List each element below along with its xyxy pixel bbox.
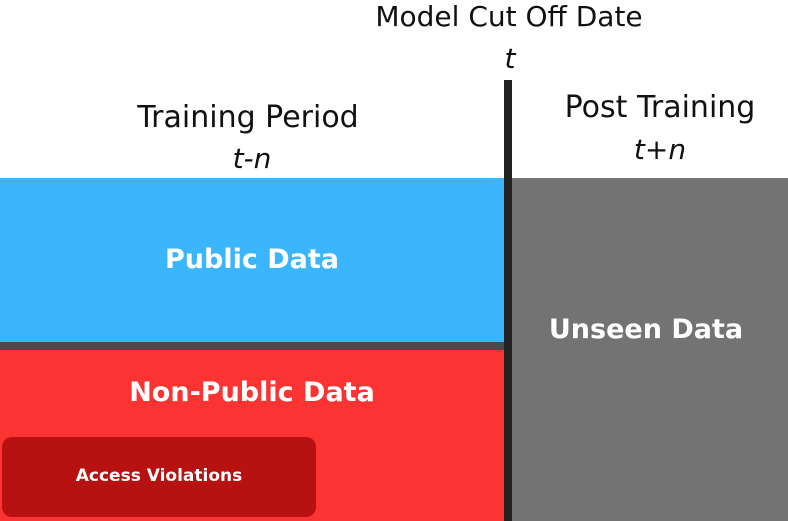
non-public-data-label: Non-Public Data xyxy=(129,377,375,408)
cutoff-symbol: t xyxy=(504,42,516,75)
post-training-title: Post Training xyxy=(564,90,756,125)
horizontal-divider xyxy=(0,342,508,350)
unseen-data-block xyxy=(512,178,788,521)
access-violations-block xyxy=(2,437,316,517)
post-training-symbol: t+n xyxy=(633,133,687,166)
public-data-label: Public Data xyxy=(164,244,339,275)
cutoff-divider-line xyxy=(504,80,512,521)
unseen-data-label: Unseen Data xyxy=(548,314,744,345)
training-period-title: Training Period xyxy=(137,100,359,135)
training-period-symbol: t-n xyxy=(232,142,272,175)
access-violations-label: Access Violations xyxy=(75,466,243,486)
public-data-block xyxy=(0,178,504,342)
cutoff-title: Model Cut Off Date xyxy=(375,0,643,33)
